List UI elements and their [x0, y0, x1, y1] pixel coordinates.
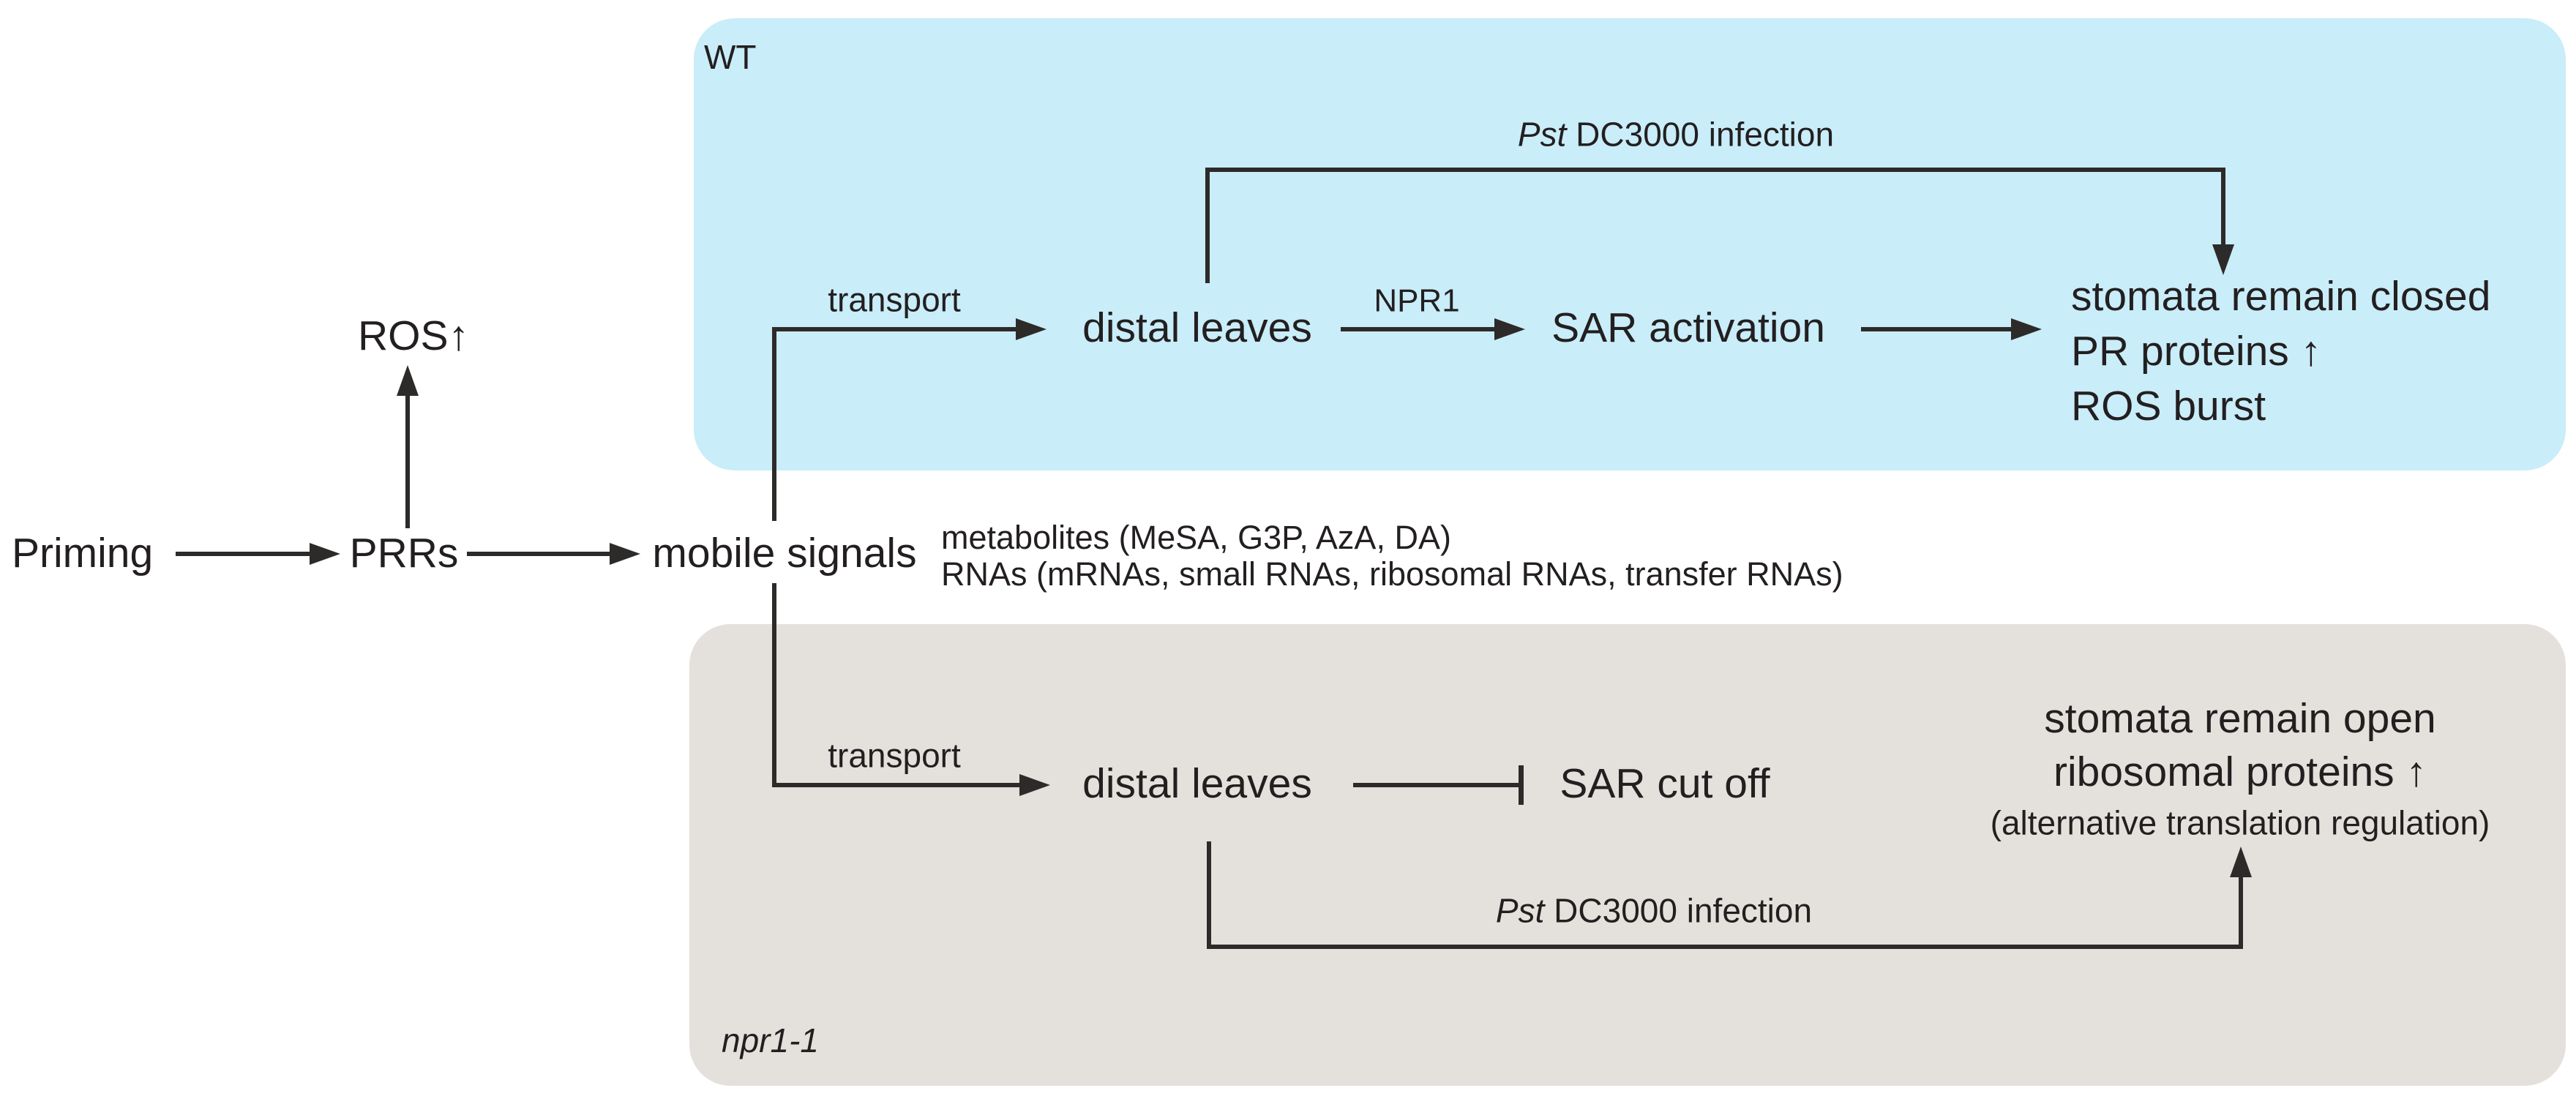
wt-outcome-stomata-closed: stomata remain closed	[2071, 273, 2491, 320]
npr1-transport-arrowhead-icon	[1019, 774, 1050, 796]
wt-infection-label: Pst DC3000 infection	[1518, 116, 1834, 154]
npr1-infection-connector-right	[2239, 877, 2243, 949]
prrs-to-ros-arrowhead-icon	[397, 365, 419, 396]
wt-infection-rest: DC3000 infection	[1566, 115, 1835, 154]
npr1-transport-label: transport	[828, 736, 961, 775]
wt-panel	[694, 18, 2566, 470]
npr1-infection-arrowhead-icon	[2230, 847, 2252, 877]
note-rnas: RNAs (mRNAs, small RNAs, ribosomal RNAs,…	[941, 555, 1843, 593]
npr1-inhibition-tbar-icon	[1519, 765, 1524, 805]
wt-infection-pst: Pst	[1517, 115, 1567, 154]
wt-transport-arrowhead-icon	[1016, 318, 1046, 340]
npr1-transport-connector-horizontal	[772, 783, 1019, 787]
npr1-infection-rest: DC3000 infection	[1544, 891, 1813, 930]
npr1-panel	[689, 624, 2566, 1086]
npr1-sar-cutoff-node: SAR cut off	[1560, 760, 1770, 808]
wt-sar-to-outcome-connector	[1861, 327, 2011, 331]
npr1-outcome-stomata-open: stomata remain open	[2044, 695, 2436, 743]
npr1-outcome-alt-translation: (alternative translation regulation)	[1990, 803, 2490, 842]
wt-outcome-pr-proteins: PR proteins ↑	[2071, 328, 2322, 375]
prrs-to-ros-connector	[405, 395, 410, 528]
wt-panel-label: WT	[704, 38, 757, 76]
wt-sar-activation-node: SAR activation	[1551, 304, 1825, 352]
ros-node: ROS↑	[357, 312, 470, 360]
wt-npr1-label: NPR1	[1374, 282, 1460, 319]
mobile-signals-note: metabolites (MeSA, G3P, AzA, DA) RNAs (m…	[941, 519, 1843, 593]
prrs-node: PRRs	[349, 530, 459, 577]
npr1-infection-pst: Pst	[1495, 891, 1545, 930]
npr1-infection-connector-left	[1207, 841, 1211, 949]
wt-npr1-arrowhead-icon	[1494, 318, 1525, 340]
wt-transport-label: transport	[828, 280, 961, 319]
npr1-infection-label: Pst DC3000 infection	[1496, 892, 1812, 931]
npr1-outcome-ribosomal-proteins: ribosomal proteins ↑	[2053, 748, 2427, 796]
wt-infection-connector-right	[2221, 168, 2225, 244]
prrs-to-mobile-arrowhead-icon	[610, 543, 640, 565]
wt-npr1-connector	[1341, 327, 1494, 331]
npr1-transport-connector-vertical	[772, 583, 776, 787]
priming-to-prrs-arrowhead-icon	[310, 543, 340, 565]
wt-infection-connector-top	[1205, 168, 2225, 172]
npr1-panel-label: npr1-1	[722, 1021, 819, 1059]
prrs-to-mobile-connector	[467, 552, 610, 556]
wt-outcome-ros-burst: ROS burst	[2071, 383, 2266, 429]
wt-distal-leaves-node: distal leaves	[1082, 304, 1312, 352]
wt-transport-connector-horizontal	[772, 327, 1016, 331]
wt-infection-arrowhead-icon	[2212, 244, 2234, 275]
priming-node: Priming	[12, 530, 154, 577]
mobile-signals-node: mobile signals	[652, 530, 917, 577]
wt-infection-connector-left	[1205, 168, 1210, 283]
note-metabolites: metabolites (MeSA, G3P, AzA, DA)	[941, 519, 1451, 556]
wt-sar-to-outcome-arrowhead-icon	[2011, 318, 2042, 340]
priming-to-prrs-connector	[176, 552, 311, 556]
wt-transport-connector-vertical	[772, 327, 776, 521]
wt-outcome-block: stomata remain closed PR proteins ↑ ROS …	[2071, 269, 2490, 434]
npr1-distal-leaves-node: distal leaves	[1082, 760, 1312, 808]
npr1-inhibition-connector	[1353, 783, 1519, 787]
npr1-infection-connector-bottom	[1207, 945, 2243, 949]
